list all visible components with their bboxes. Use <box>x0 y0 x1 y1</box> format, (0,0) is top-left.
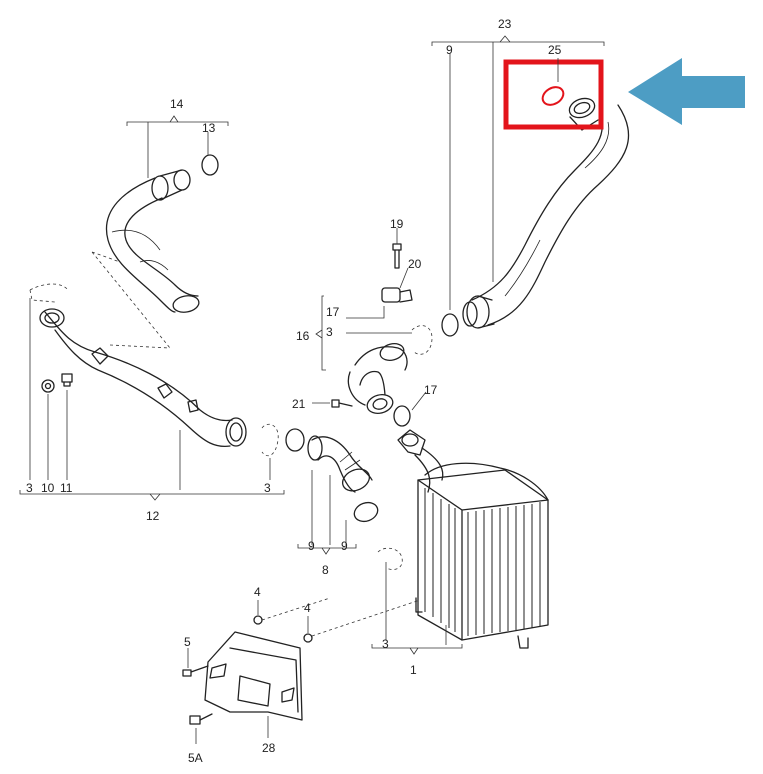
callout-28: 28 <box>262 741 276 755</box>
callout-8: 8 <box>322 563 329 577</box>
bolt-21 <box>331 399 353 408</box>
charge-air-pipe-12 <box>39 308 247 448</box>
callout-11: 11 <box>60 481 73 495</box>
seal-17[interactable] <box>393 405 411 427</box>
callout-5: 5 <box>184 635 191 649</box>
bracket-28 <box>204 631 303 721</box>
callout-14: 14 <box>170 97 184 111</box>
callout-23: 23 <box>498 17 512 31</box>
callout-16: 16 <box>296 329 310 343</box>
callout-5A: 5A <box>188 751 203 765</box>
charge-air-hose-23 <box>462 97 630 329</box>
nut-10 <box>41 379 55 393</box>
callout-20: 20 <box>408 257 422 271</box>
bolt-19 <box>392 243 402 269</box>
connecting-pipe-16 <box>347 343 408 414</box>
sensor-20 <box>381 287 413 303</box>
charge-air-hose-8 <box>307 435 373 493</box>
nut-4-left <box>253 615 263 625</box>
seal-9-lower[interactable] <box>352 499 381 524</box>
seal-13[interactable] <box>201 154 219 176</box>
callout-9-top: 9 <box>446 43 453 57</box>
intercooler-1 <box>397 429 549 649</box>
callout-13: 13 <box>202 121 216 135</box>
seal-3-left[interactable] <box>285 428 305 452</box>
callout-25: 25 <box>548 43 562 57</box>
callout-3-mid: 3 <box>326 325 333 339</box>
callout-17-right: 17 <box>424 383 438 397</box>
callout-1: 1 <box>410 663 417 677</box>
callout-4-right: 4 <box>304 601 311 615</box>
sensor-5A <box>189 713 213 725</box>
callout-21: 21 <box>292 397 306 411</box>
sensor-11 <box>61 373 73 387</box>
nut-4-right <box>303 633 313 643</box>
callout-4-left: 4 <box>254 585 261 599</box>
callout-9-b: 9 <box>341 539 348 553</box>
callout-17-top: 17 <box>326 305 340 319</box>
callout-3-bottom: 3 <box>382 637 389 651</box>
callout-12: 12 <box>146 509 160 523</box>
arrow-left-icon <box>628 58 745 125</box>
seal-25[interactable] <box>539 84 566 109</box>
bolt-5 <box>182 665 209 677</box>
callout-10: 10 <box>41 481 55 495</box>
charge-air-hose-14 <box>105 169 200 313</box>
callout-9-a: 9 <box>308 539 315 553</box>
highlight-box <box>503 59 604 130</box>
callout-3-under: 3 <box>264 481 271 495</box>
seal-9-upper[interactable] <box>441 313 459 337</box>
callout-3-left: 3 <box>26 481 33 495</box>
callout-19: 19 <box>390 217 404 231</box>
